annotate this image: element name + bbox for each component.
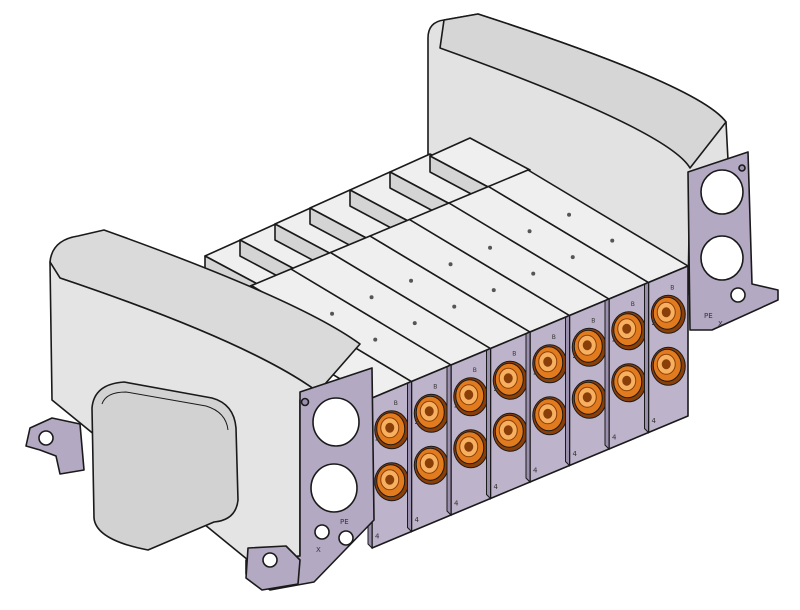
fitting-port-4 xyxy=(532,396,568,436)
left-endplate-small-port-2 xyxy=(338,530,354,546)
port-label-upper: 2 xyxy=(494,385,498,393)
left-endplate-port-lower xyxy=(310,463,358,513)
port-label-upper: 2 xyxy=(573,352,577,360)
port-label-lower: 4 xyxy=(415,516,420,524)
right-housing-top xyxy=(439,13,727,169)
right-endplate-port-upper xyxy=(700,169,744,215)
port-label-upper: 2 xyxy=(652,319,656,327)
fitting-port-2 xyxy=(611,311,647,351)
top-screw xyxy=(412,321,417,326)
station-letter: B xyxy=(670,284,674,291)
top-screw xyxy=(491,288,496,293)
top-screw xyxy=(567,212,572,217)
port-label-upper: 2 xyxy=(454,401,458,409)
port-label-lower: 4 xyxy=(494,483,499,491)
right-endplate-screw xyxy=(738,164,746,172)
port-label-upper: 2 xyxy=(375,434,379,442)
valve-station: 2 4 B xyxy=(604,281,650,451)
station-letter: B xyxy=(591,317,595,324)
top-screw xyxy=(527,229,532,234)
top-screw xyxy=(570,255,575,260)
fitting-port-4 xyxy=(650,346,686,386)
foot-center-hole xyxy=(262,552,278,568)
fitting-port-2 xyxy=(453,377,489,417)
valve-station: 2 4 B xyxy=(525,314,571,484)
port-label-lower: 4 xyxy=(533,466,538,474)
left-endplate-small-port-1 xyxy=(314,524,330,540)
right-endplate-port-lower xyxy=(700,235,744,281)
fitting-port-2 xyxy=(413,393,449,433)
left-pe-label: PE xyxy=(340,518,349,526)
fitting-port-2 xyxy=(532,344,568,384)
fitting-port-4 xyxy=(453,429,489,469)
left-housing-cover-edge xyxy=(101,391,229,431)
fitting-port-2 xyxy=(492,360,528,400)
mounting-foot-left xyxy=(25,417,85,475)
port-label-lower: 4 xyxy=(612,433,617,441)
port-label-upper: 2 xyxy=(415,418,419,426)
right-endplate: PE X xyxy=(687,151,779,331)
port-label-lower: 4 xyxy=(454,499,459,507)
valve-station: 2 4 B xyxy=(446,347,492,517)
fitting-port-4 xyxy=(413,445,449,485)
mounting-foot-center xyxy=(245,545,301,591)
top-screw xyxy=(610,238,615,243)
left-x-label: X xyxy=(316,546,321,554)
port-label-lower: 4 xyxy=(652,417,657,425)
port-label-lower: 4 xyxy=(375,532,380,540)
top-screw xyxy=(409,278,414,283)
right-endplate-small-port xyxy=(730,287,746,303)
port-label-upper: 2 xyxy=(533,368,537,376)
valve-station: 2 4 B xyxy=(486,331,531,500)
port-label-upper: 2 xyxy=(612,335,616,343)
left-endplate-screw xyxy=(300,397,310,407)
fitting-port-4 xyxy=(492,412,528,452)
valve-station: 2 4 B xyxy=(407,364,452,533)
station-letter: B xyxy=(512,350,516,357)
top-screw xyxy=(452,304,457,309)
top-screw xyxy=(488,245,493,250)
fitting-port-2 xyxy=(374,410,410,450)
top-screw xyxy=(369,295,374,300)
right-pe-label: PE xyxy=(704,312,713,320)
valve-station: 2 4 B xyxy=(565,298,610,467)
right-x-label: X xyxy=(718,320,723,328)
fitting-port-2 xyxy=(571,327,607,367)
valve-station: 2 4 B xyxy=(367,380,413,550)
top-screw xyxy=(448,262,453,267)
station-letter: B xyxy=(552,334,556,341)
top-screw xyxy=(330,311,335,316)
valve-station-faces: 2 4 B 2 4 B 2 4 B 2 4 B 2 4 B 2 4 B 2 4 B 2 4 B xyxy=(367,265,689,550)
left-end-housing xyxy=(49,229,361,561)
fitting-port-4 xyxy=(374,462,410,502)
fitting-port-2 xyxy=(650,294,686,334)
station-letter: B xyxy=(631,301,635,308)
foot-left-hole xyxy=(38,430,54,446)
station-letter: B xyxy=(473,367,477,374)
left-housing-cover xyxy=(91,381,239,551)
left-endplate-port-upper xyxy=(312,397,360,447)
port-label-lower: 4 xyxy=(573,450,578,458)
fitting-port-4 xyxy=(611,363,647,403)
valve-station: 2 4 B xyxy=(644,265,689,434)
station-letter: B xyxy=(394,400,398,407)
fitting-port-4 xyxy=(571,379,607,419)
left-endplate: PE X xyxy=(245,367,375,591)
top-screw xyxy=(531,271,536,276)
top-screw xyxy=(373,337,378,342)
station-letter: B xyxy=(433,383,437,390)
right-end-housing xyxy=(427,13,729,296)
